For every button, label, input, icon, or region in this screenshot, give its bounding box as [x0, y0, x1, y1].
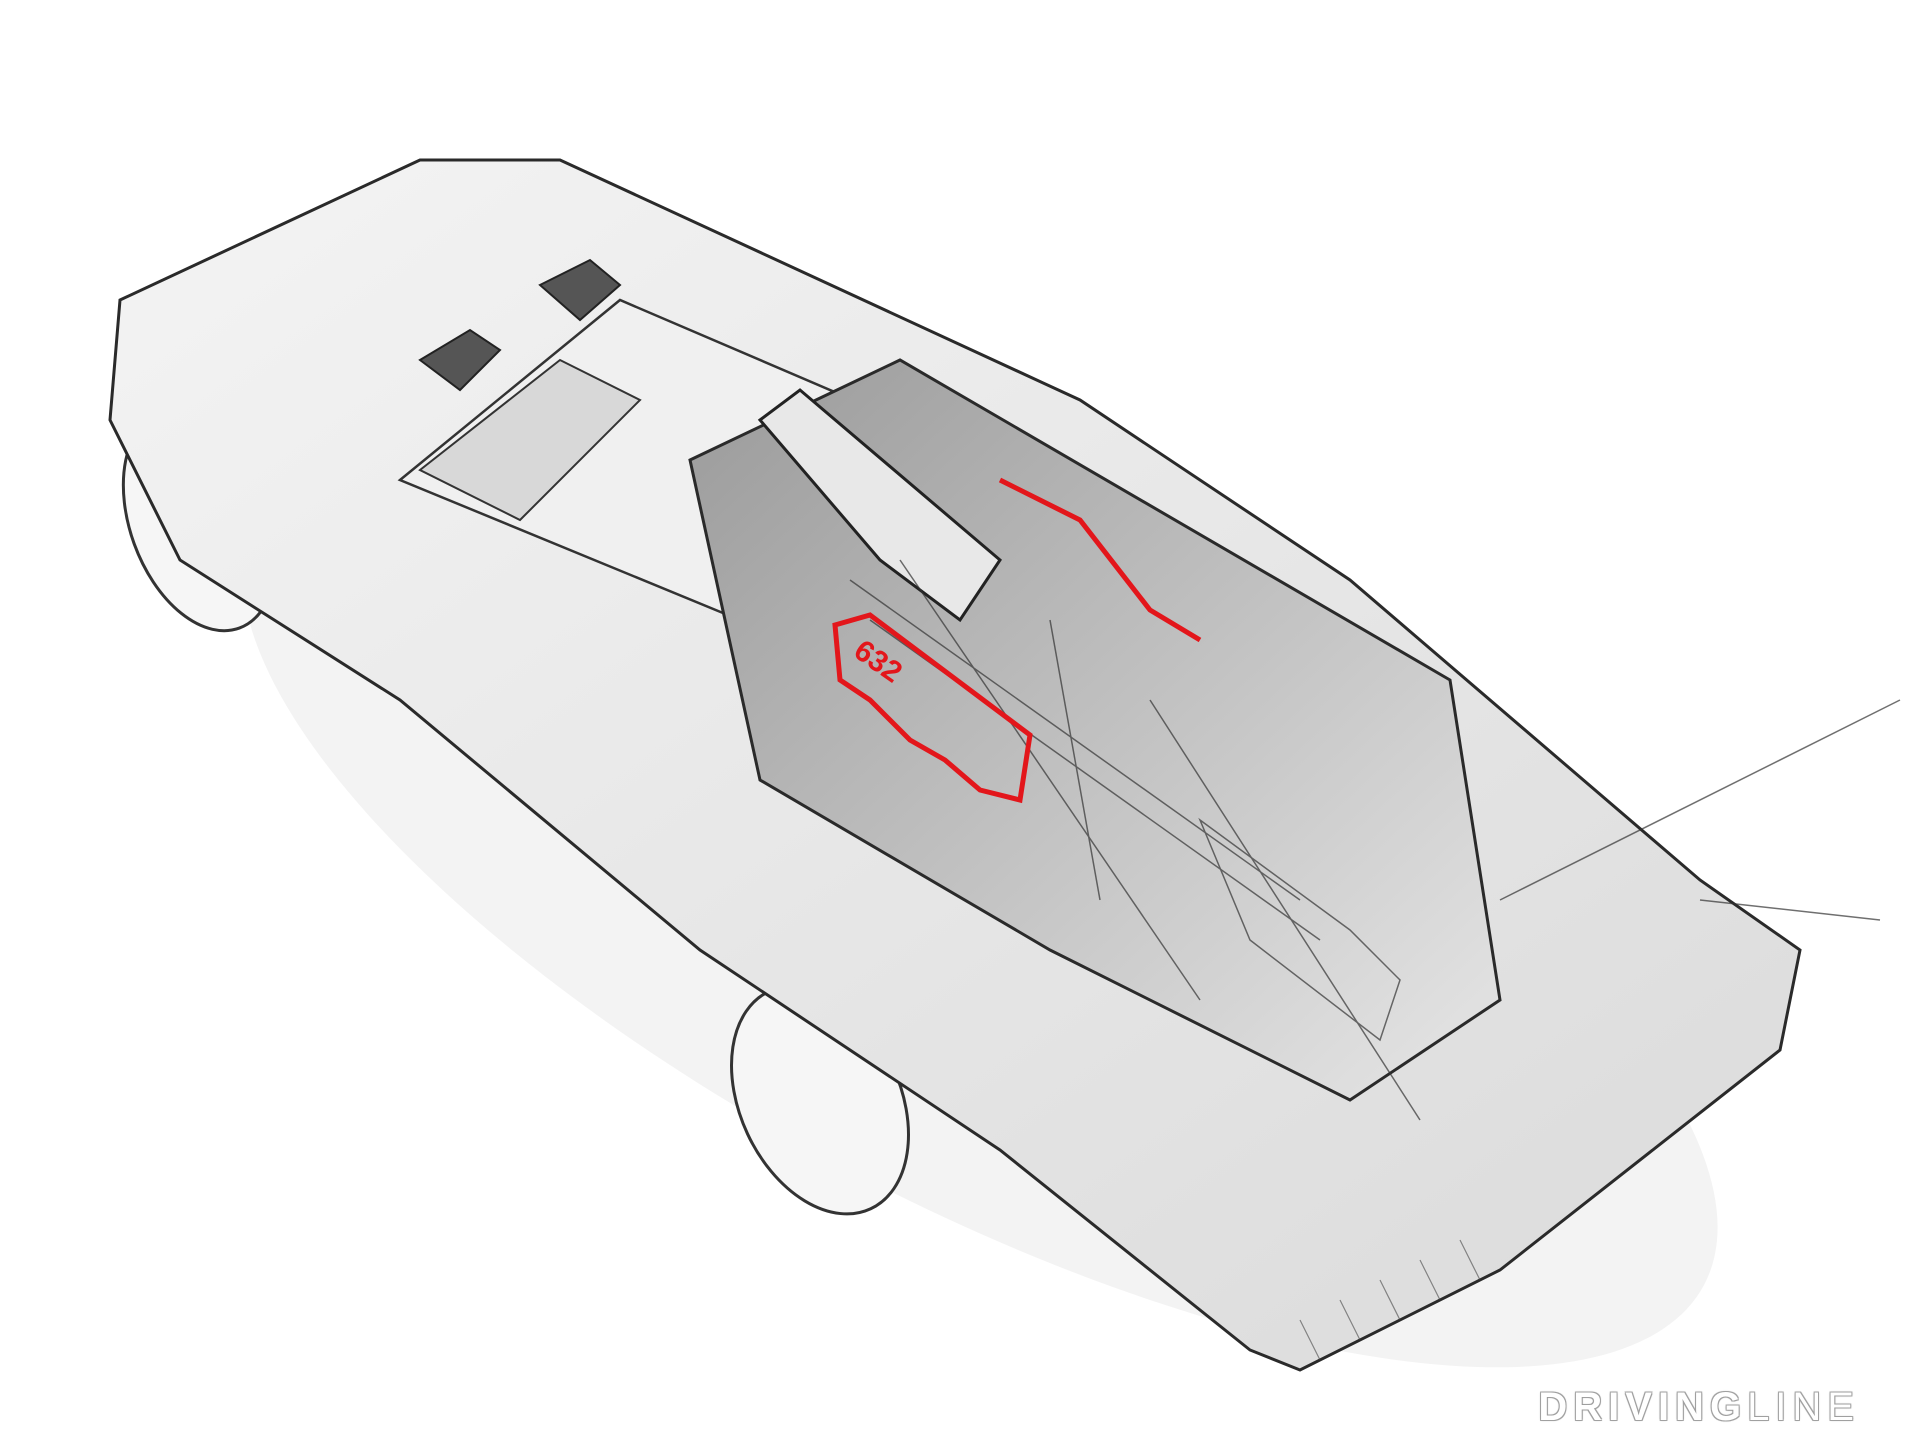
- watermark-bold: DRIVING: [1538, 1385, 1748, 1429]
- hood-scoop: [757, 388, 1002, 623]
- watermark-logo: DRIVINGLINE: [1538, 1385, 1860, 1430]
- engine-block-highlight: [832, 477, 1202, 804]
- sketch-lines: [849, 559, 1901, 1121]
- window: [418, 358, 642, 522]
- vents: [418, 258, 622, 392]
- watermark-light: LINE: [1747, 1385, 1860, 1429]
- rear-diffuser: [1299, 1239, 1481, 1361]
